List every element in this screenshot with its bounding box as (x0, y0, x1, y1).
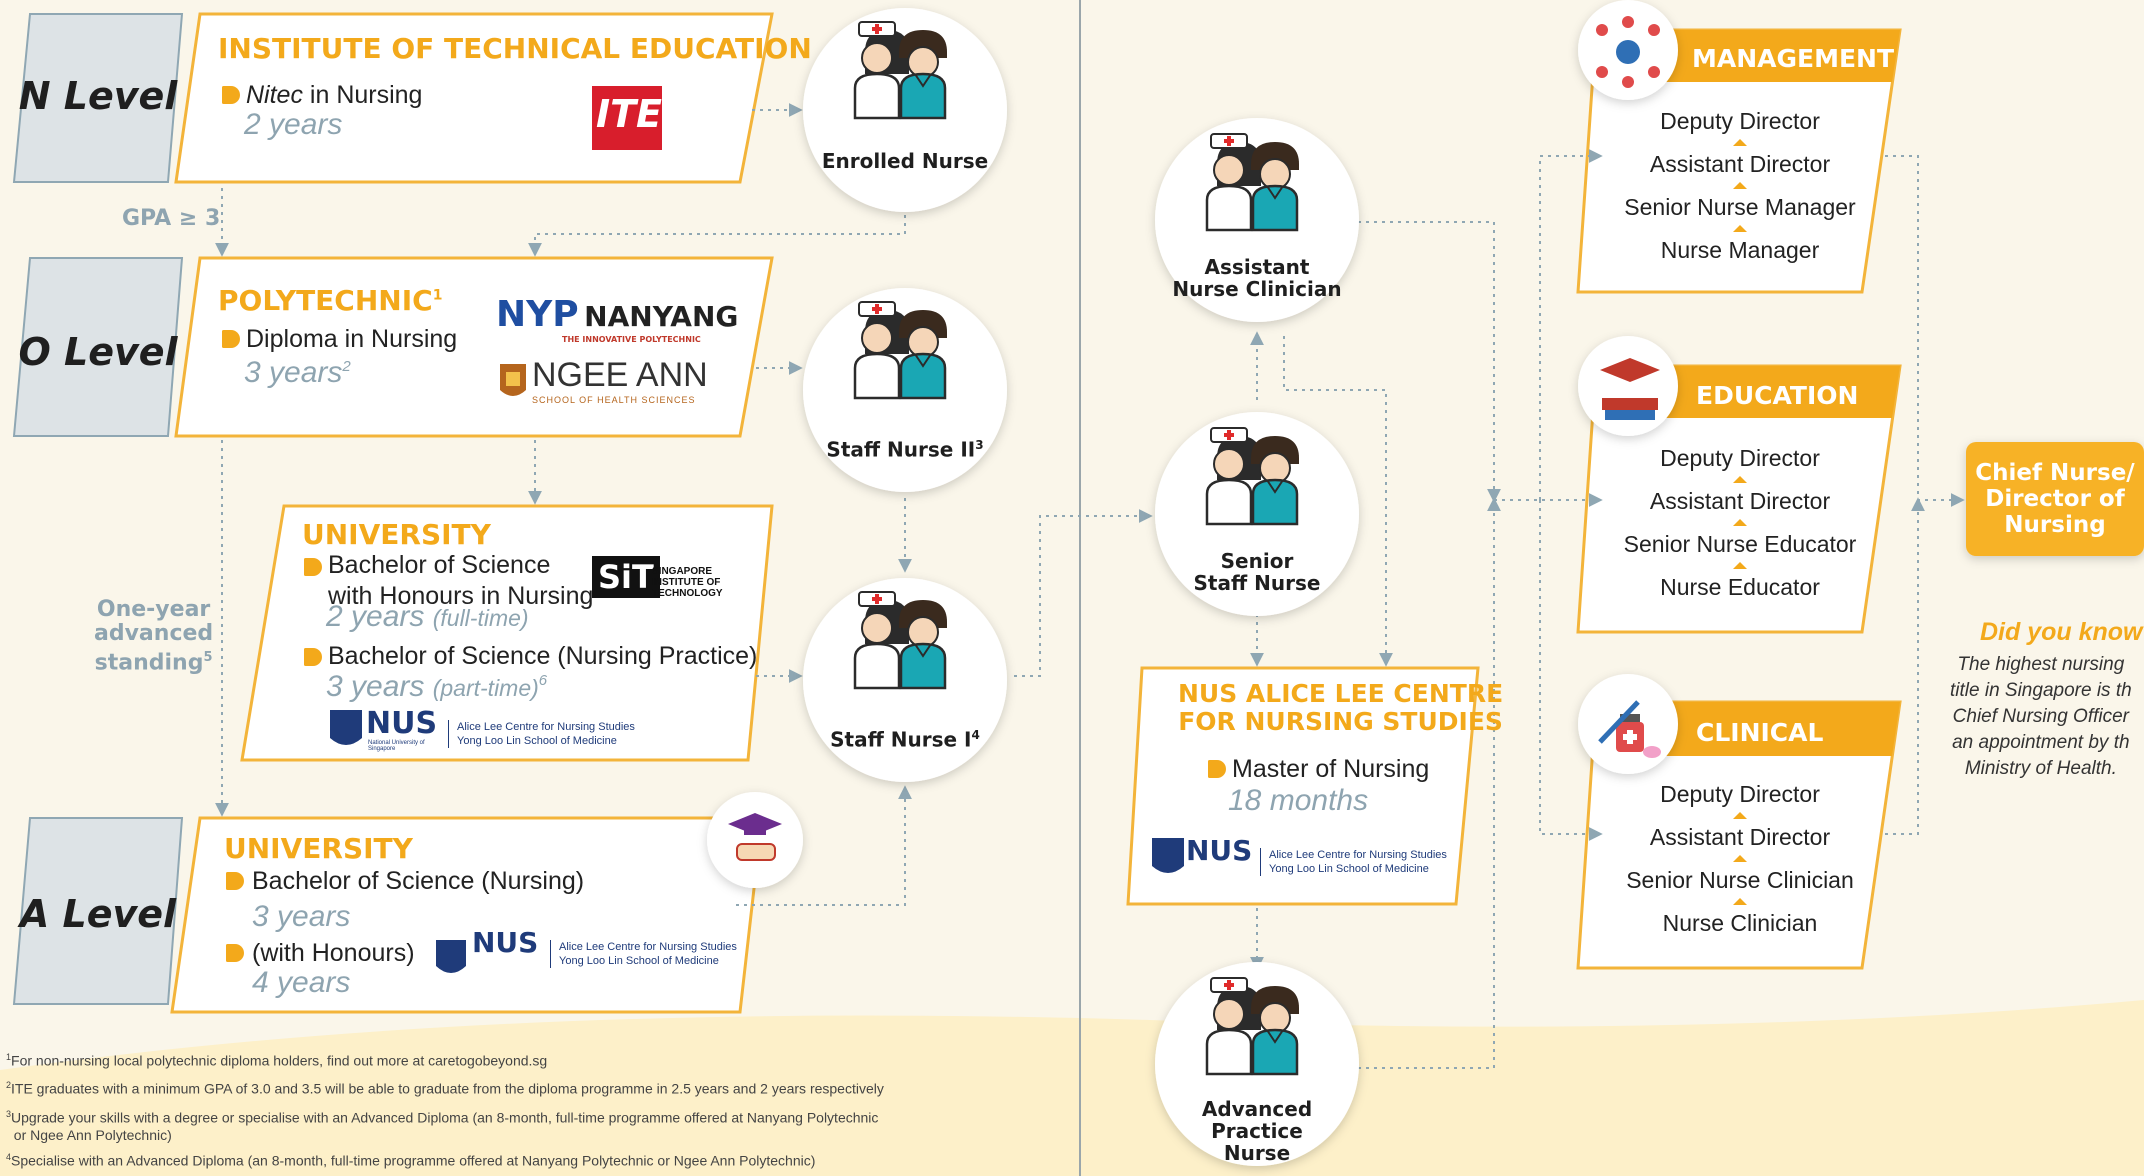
clinical-role: Assistant Director (1649, 824, 1831, 850)
university-title-1: UNIVERSITY (302, 518, 491, 551)
staff-nurse-1-label: Staff Nurse I4 (830, 727, 980, 752)
graduation-cap-icon (728, 813, 782, 861)
did-you-know-text: The highest nursing title in Singapore i… (1950, 654, 2132, 779)
bottom-band (0, 1000, 2144, 1176)
management-title: MANAGEMENT (1692, 44, 1895, 73)
ite-course: Nitec in Nursing (246, 81, 423, 109)
polytechnic-title: POLYTECHNIC1 (218, 284, 443, 317)
o-level-label: O Level (18, 330, 178, 374)
uni2-course1: Bachelor of Science (Nursing) (252, 867, 585, 895)
a-level-label: A Level (19, 892, 177, 936)
uni1-duration1: 2 years (full-time) (326, 600, 529, 633)
track-boxes (1576, 28, 1902, 970)
education-role: Senior Nurse Educator (1623, 531, 1857, 557)
uni1-duration2: 3 years (part-time)6 (326, 670, 548, 703)
ite-logo-text: ITE (596, 92, 663, 136)
bullet-icon (222, 330, 240, 348)
uni2-duration1: 3 years (252, 900, 351, 933)
clinical-role: Deputy Director (1660, 781, 1820, 807)
footnote-2: 2ITE graduates with a minimum GPA of 3.0… (6, 1080, 884, 1097)
staff-nurse-2-label: Staff Nurse II3 (826, 437, 984, 462)
sit-logo: SiT (592, 556, 660, 598)
poly-course: Diploma in Nursing (246, 325, 458, 353)
management-role: Nurse Manager (1660, 237, 1820, 263)
clinical-icon (1598, 700, 1661, 758)
ngee-ann-logo: NGEE ANN SCHOOL OF HEALTH SCIENCES (532, 356, 708, 405)
bullet-icon (226, 944, 244, 962)
management-icon (1596, 16, 1660, 88)
education-role: Deputy Director (1660, 445, 1820, 471)
nus-logo: NUS (366, 706, 438, 741)
footnote-4: 4Specialise with an Advanced Diploma (an… (6, 1152, 816, 1169)
nus-centre-course: Master of Nursing (1232, 755, 1430, 783)
ite-title: INSTITUTE OF TECHNICAL EDUCATION (218, 32, 812, 65)
uni2-duration2: 4 years (252, 966, 351, 999)
role-arrows (1733, 139, 1747, 905)
ngee-ann-crest (500, 364, 526, 396)
footnote-3: 3Upgrade your skills with a degree or sp… (6, 1109, 879, 1143)
connectors (215, 103, 1965, 1069)
level-badges (12, 13, 184, 1005)
clinical-title: CLINICAL (1696, 718, 1824, 747)
education-role: Assistant Director (1649, 488, 1831, 514)
poly-duration: 3 years2 (244, 356, 351, 389)
uni2-course2: (with Honours) (252, 939, 415, 967)
bullet-icon (226, 872, 244, 890)
education-title: EDUCATION (1696, 381, 1859, 410)
programme-boxes (170, 12, 1480, 1014)
management-role: Senior Nurse Manager (1624, 194, 1856, 220)
nus-logo: NUS (1186, 834, 1253, 867)
education-icon (1600, 358, 1660, 420)
ite-duration: 2 years (244, 108, 343, 141)
bullet-icon (222, 86, 240, 104)
nus-crest (330, 710, 1184, 973)
nus-centre-duration: 18 months (1228, 784, 1369, 817)
chief-box (1966, 442, 2144, 556)
nus-logo-small: National University of Singapore (368, 740, 425, 752)
education-role: Nurse Educator (1660, 574, 1820, 600)
n-level-label: N Level (18, 74, 178, 118)
did-you-know-title: Did you know? (1980, 618, 2144, 646)
enrolled-nurse-label: Enrolled Nurse (821, 149, 989, 173)
uni1-course2: Bachelor of Science (Nursing Practice) (328, 642, 758, 670)
management-role: Deputy Director (1660, 108, 1820, 134)
bullet-icon (304, 648, 322, 666)
bullet-icon (304, 558, 322, 576)
clinical-role: Senior Nurse Clinician (1626, 867, 1854, 893)
ite-logo (592, 86, 662, 150)
bullet-icon (1208, 760, 1226, 778)
university-title-2: UNIVERSITY (224, 832, 413, 865)
nus-logo: NUS (472, 926, 539, 959)
management-role: Assistant Director (1649, 151, 1831, 177)
nyp-logo: NYP NANYANG THE INNOVATIVE POLYTECHNIC (496, 294, 739, 344)
footnote-1: 1For non-nursing local polytechnic diplo… (6, 1052, 548, 1069)
gpa-label: GPA ≥ 3 (122, 206, 221, 231)
clinical-role: Nurse Clinician (1662, 910, 1818, 936)
